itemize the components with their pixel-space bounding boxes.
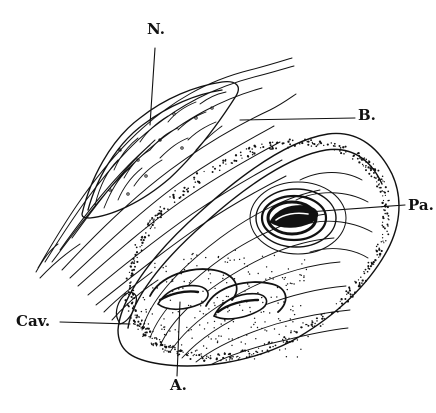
label-b: B. [358, 108, 376, 123]
corpuscle-outline [118, 133, 399, 365]
leader-line-b [240, 118, 355, 120]
label-cav: Cav. [16, 314, 50, 329]
corpuscle-lamellae [142, 173, 372, 365]
leader-line-n [150, 48, 155, 125]
fibrous-band [36, 58, 296, 320]
pacinian-core [250, 182, 346, 254]
label-a: A. [170, 378, 187, 393]
label-pa: Pa. [408, 198, 434, 213]
label-n: N. [147, 22, 165, 37]
leader-lines [60, 48, 405, 376]
